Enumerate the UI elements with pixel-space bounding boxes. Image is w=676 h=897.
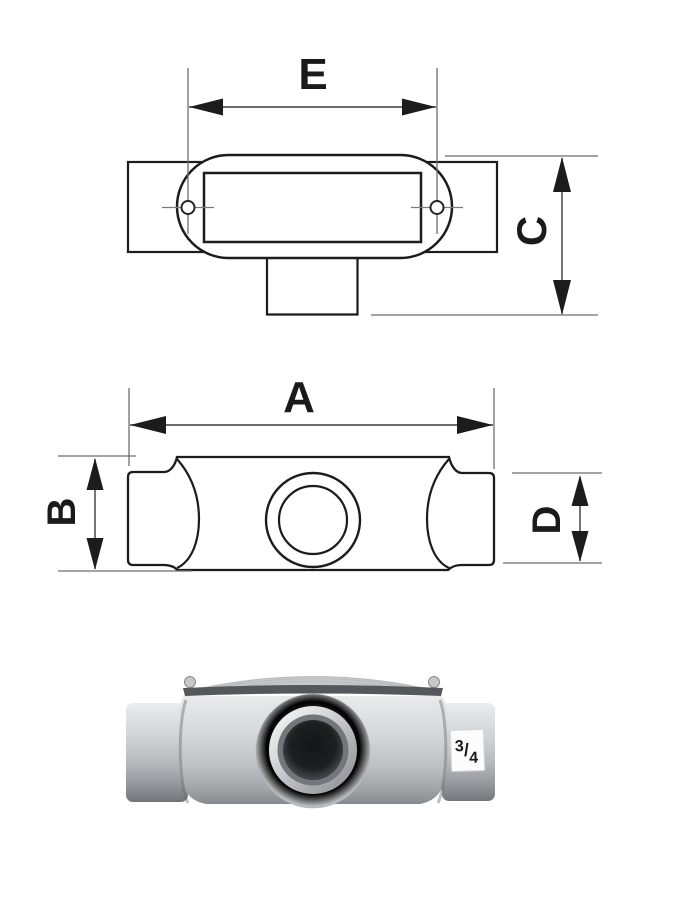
dim-b-label: B — [40, 498, 84, 527]
dim-c-arrow-bottom-icon — [553, 280, 571, 315]
top-right-hub-fillet-curve — [425, 458, 450, 569]
photo-left-body-crease — [178, 699, 190, 804]
top-opening-inner-circle — [277, 484, 349, 556]
dim-a-arrow-right-icon — [457, 416, 493, 434]
photo-size-sticker: 3/4 — [449, 728, 486, 772]
photo-cover-screw-right-icon — [428, 676, 440, 688]
dim-c-label: C — [508, 216, 555, 246]
dim-e-label: E — [298, 50, 327, 99]
size-numerator: 3 — [455, 738, 465, 755]
screw-hole-right-icon — [429, 200, 445, 215]
dim-b-arrow-bottom-icon — [86, 538, 104, 570]
photo-size-text: 3/4 — [455, 738, 479, 768]
photo-right-body-crease — [436, 699, 448, 804]
dim-d-arrow-bottom-icon — [571, 531, 589, 562]
front-bottom-hub-outline — [265, 254, 359, 316]
size-denominator: 4 — [469, 750, 479, 767]
dim-e-arrow-left-icon — [189, 98, 223, 116]
top-left-hub-fillet-curve — [176, 458, 201, 569]
dim-a-arrow-left-icon — [130, 416, 166, 434]
screw-hole-left-icon — [180, 200, 196, 215]
dim-b-arrow-top-icon — [86, 458, 104, 490]
top-view: A B D — [40, 373, 602, 572]
dim-a-label: A — [283, 373, 315, 422]
size-slash: / — [464, 740, 470, 760]
front-view: E C — [126, 50, 598, 316]
dim-e-arrow-right-icon — [402, 98, 436, 116]
photo-left-hub — [126, 703, 188, 802]
product-photo: 3/4 — [126, 676, 495, 809]
photo-cover-machining-arc-1 — [209, 678, 417, 690]
front-cover-outline — [175, 153, 454, 260]
dim-c-arrow-top-icon — [553, 157, 571, 192]
photo-opening-hole — [283, 720, 343, 780]
dim-d-arrow-top-icon — [571, 475, 589, 506]
dim-d-label: D — [525, 506, 569, 535]
photo-size-sticker-bg — [449, 728, 486, 772]
photo-cover-lip — [183, 685, 443, 696]
photo-cover-machining-arc-2 — [231, 680, 395, 689]
photo-cover-screw-left-icon — [184, 676, 196, 688]
